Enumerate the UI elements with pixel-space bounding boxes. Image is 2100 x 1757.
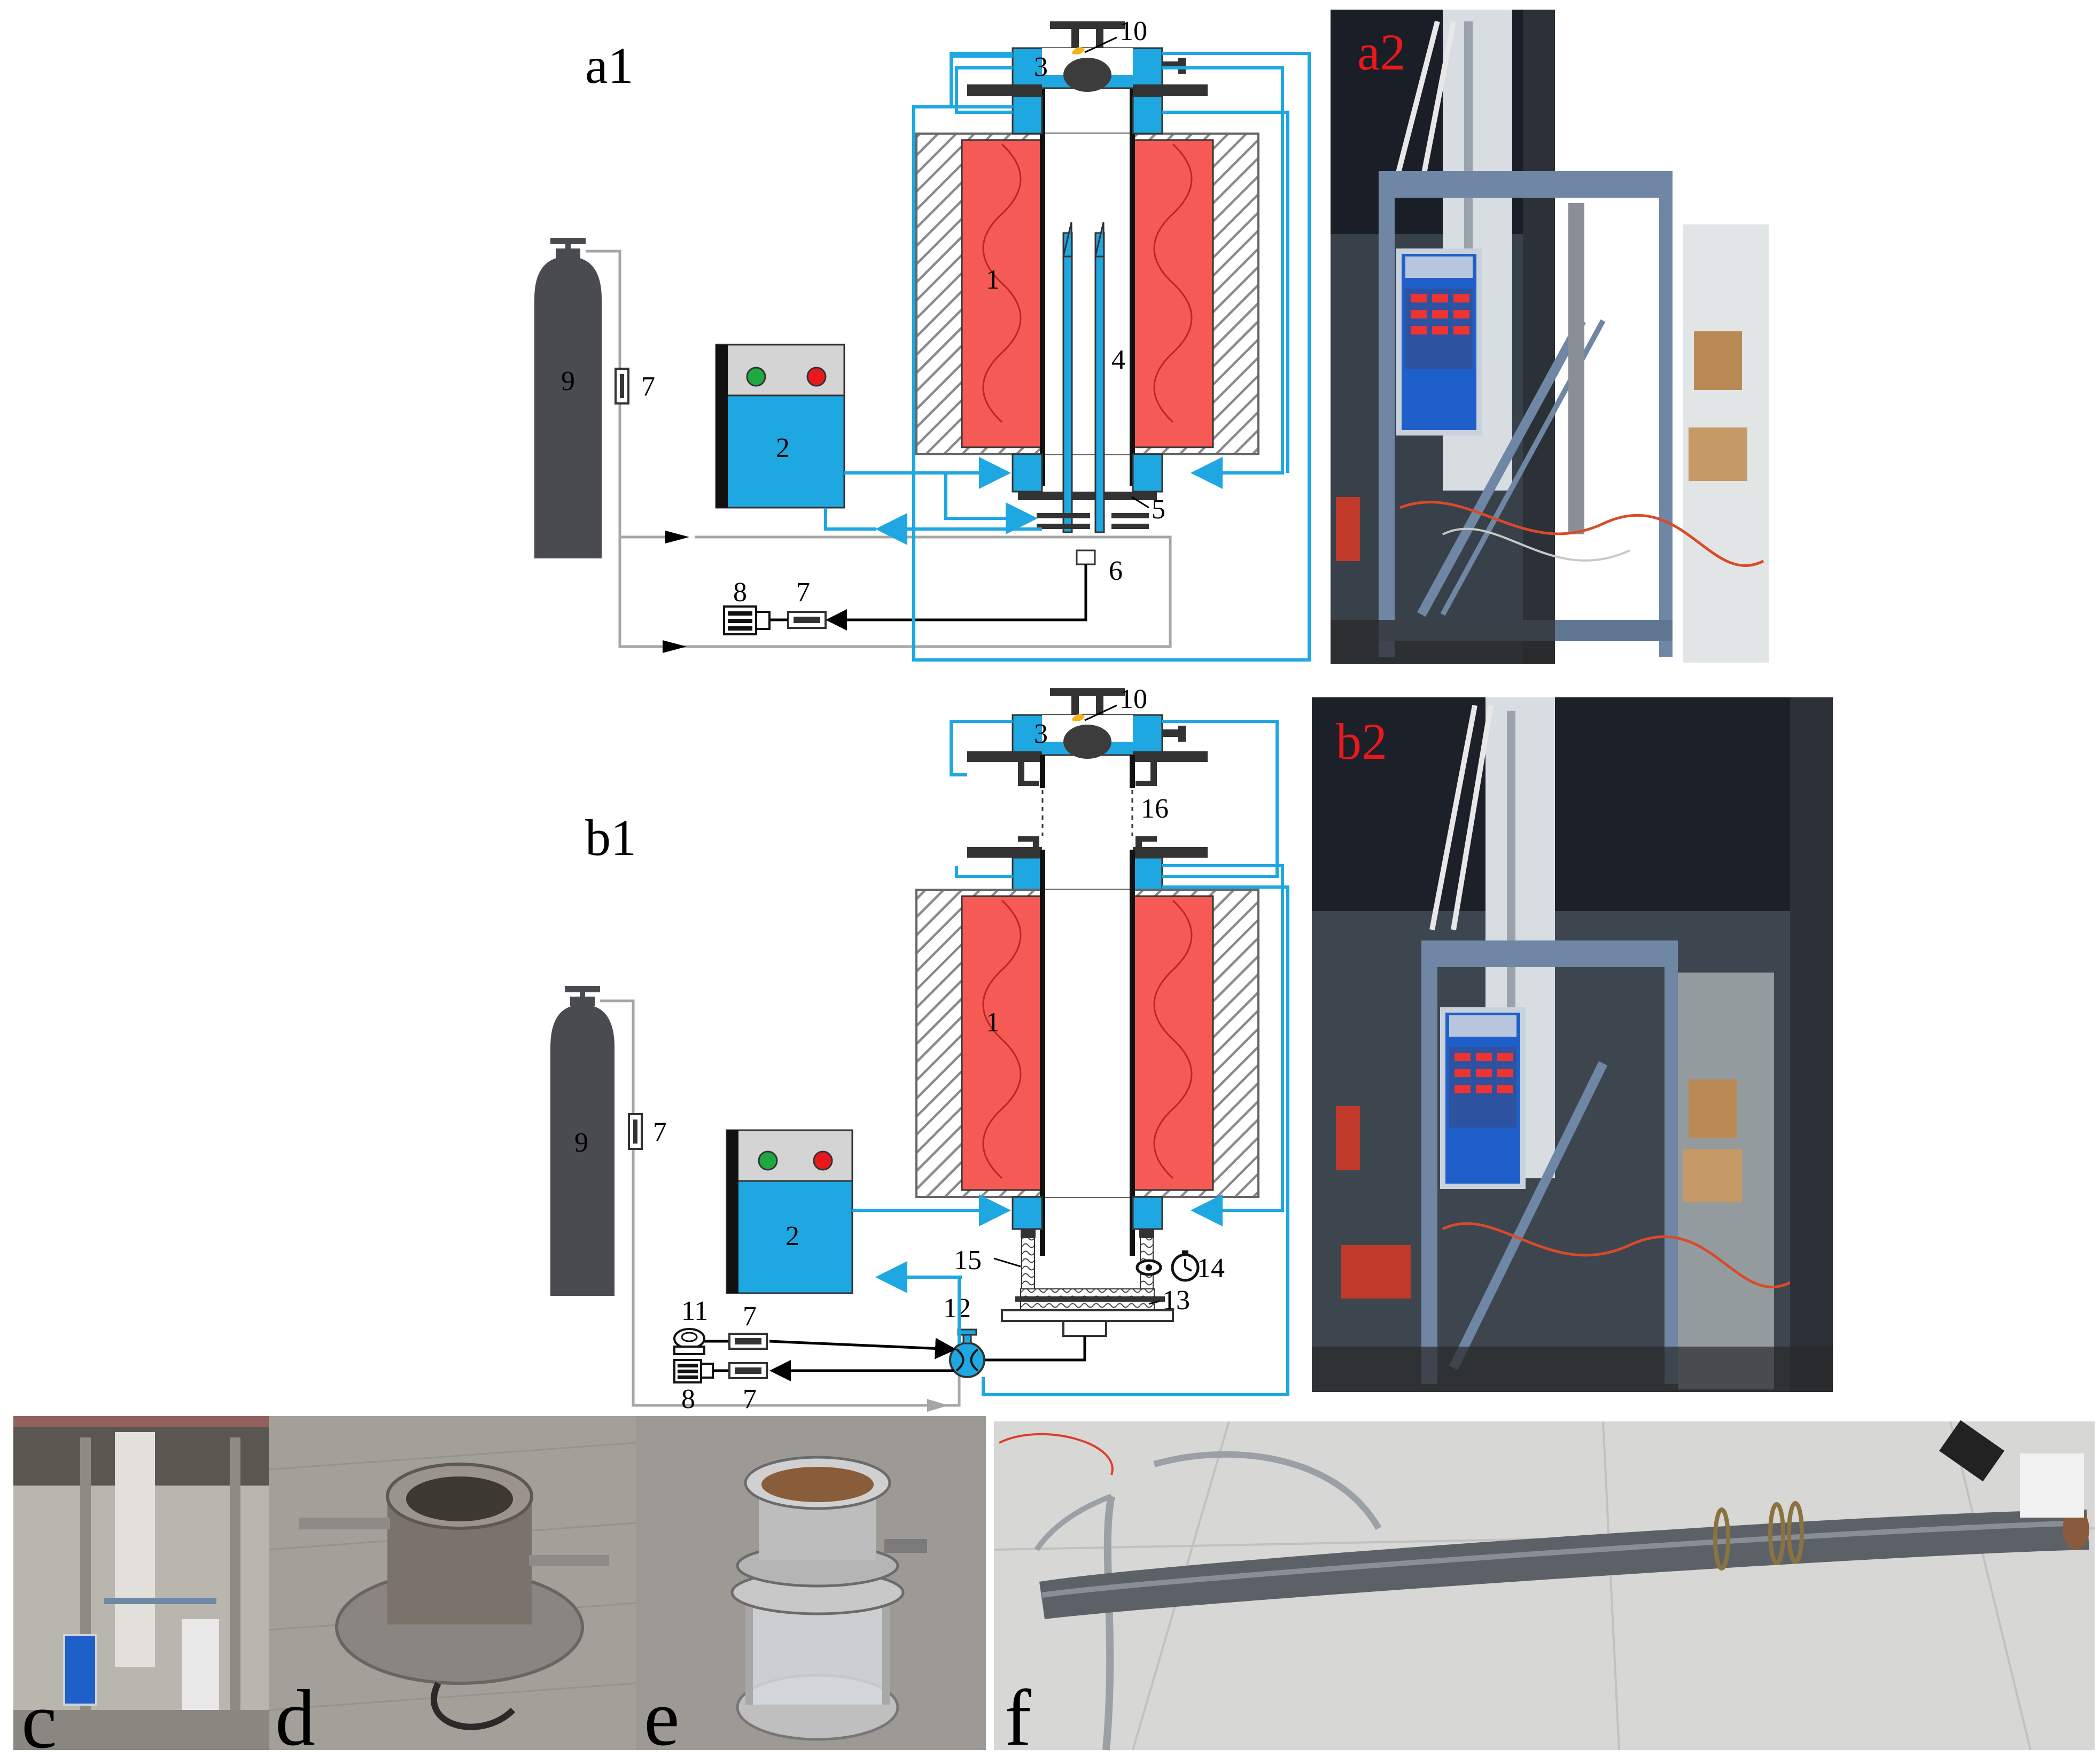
valve-b	[949, 1342, 985, 1378]
label-a-1: 1	[986, 265, 1000, 295]
probe-right-a	[1094, 232, 1105, 533]
green-lamp-a	[746, 367, 766, 387]
glass-tube-e	[745, 1598, 890, 1705]
top-cap-a	[1050, 21, 1125, 29]
panel-label-a1: a1	[585, 37, 634, 94]
label-b-3: 3	[1034, 719, 1048, 749]
furnace-a	[915, 64, 1259, 486]
photo-f: f	[993, 1420, 2095, 1757]
label-b-2: 2	[785, 1221, 799, 1251]
panel-label-b2: b2	[1336, 713, 1387, 770]
bottom-assembly-b: 15 13 14	[954, 1196, 1225, 1337]
label-b-1: 1	[986, 1007, 1000, 1038]
gas-cylinder-a: 9	[534, 238, 602, 558]
sight-glass-a	[1063, 58, 1111, 92]
label-a-4: 4	[1111, 345, 1125, 375]
label-b-11: 11	[681, 1296, 708, 1326]
bottom-assembly-a: 4 1 5 6	[986, 222, 1165, 586]
panel-label-e: e	[644, 1674, 680, 1757]
base-plate-b	[1001, 1309, 1174, 1322]
cooling-lines-b	[852, 720, 1289, 1396]
tower-c	[115, 1432, 155, 1667]
label-a-6: 6	[1109, 556, 1123, 586]
photo-e: e	[636, 1416, 986, 1757]
label-a-7-bottom: 7	[796, 577, 810, 608]
label-b-14: 14	[1197, 1253, 1225, 1284]
top-head-b: 3 10 16	[967, 684, 1208, 836]
valve-assembly-b: 12	[769, 1293, 1086, 1381]
label-b-7-upper: 7	[743, 1301, 757, 1332]
label-b-15: 15	[954, 1245, 982, 1276]
red-lamp-a	[806, 367, 827, 387]
photo-b2: b2	[1312, 697, 1833, 1392]
label-b-12: 12	[943, 1293, 971, 1324]
sample-line-a: 8 7	[723, 564, 1087, 635]
label-a-8: 8	[733, 577, 747, 608]
label-b-16: 16	[1141, 794, 1169, 824]
tube-wall-left-a	[1040, 64, 1045, 486]
heater-right-a	[1132, 139, 1214, 448]
panel-label-f: f	[1005, 1674, 1031, 1757]
flange-a	[1018, 492, 1157, 500]
label-b-10: 10	[1119, 684, 1147, 714]
reactor-tube-a2	[1568, 203, 1584, 534]
flame-a	[1071, 47, 1085, 55]
schematic-b: b1 3 10 16	[550, 684, 1289, 1414]
panel-label-c: c	[21, 1676, 57, 1757]
photo-d: d	[268, 1416, 636, 1757]
gas-cylinder-b: 9	[550, 986, 615, 1296]
gas-lines-a	[586, 250, 1172, 653]
tube-wall-right-a	[1130, 64, 1135, 486]
label-a-9: 9	[561, 366, 575, 397]
upper-flange-b	[967, 836, 1208, 891]
photo-c: c	[13, 1416, 269, 1757]
label-a-10: 10	[1119, 16, 1147, 46]
cylinder-body-b	[550, 1005, 615, 1296]
label-b-7-vertical: 7	[653, 1117, 667, 1147]
label-b-8: 8	[681, 1384, 695, 1414]
red-lamp-b	[813, 1150, 833, 1171]
panel-label-a2: a2	[1357, 24, 1406, 81]
probe-left-a	[1062, 232, 1073, 533]
gas-lines-b	[600, 999, 961, 1412]
meter-line-b: 11 7	[673, 1296, 768, 1355]
schematic-a: a1 3 10	[534, 16, 1311, 662]
cable-f	[1102, 1495, 1115, 1751]
cooling-lines-a	[824, 52, 1311, 662]
top-head-a: 3 10	[967, 16, 1208, 135]
label-b-7-lower: 7	[743, 1384, 757, 1414]
green-lamp-b	[758, 1150, 778, 1171]
heater-left-a	[961, 139, 1043, 448]
photo-a2: a2	[1331, 10, 1769, 664]
label-a-3: 3	[1034, 52, 1048, 82]
label-b-9: 9	[574, 1128, 588, 1158]
cylinder-body-a	[534, 256, 602, 558]
window-tube-left	[1021, 1237, 1035, 1297]
cabinet-c	[63, 1634, 97, 1706]
label-b-13: 13	[1162, 1285, 1190, 1316]
panel-label-d: d	[275, 1674, 315, 1757]
controller-a: 2	[715, 344, 845, 509]
tube-bore-a	[1042, 134, 1133, 454]
panel-label-b1: b1	[585, 809, 636, 866]
label-a-2: 2	[776, 433, 790, 463]
controller-panel-a	[715, 344, 845, 397]
label-a-7-vertical: 7	[641, 371, 655, 402]
outlet-valve-a	[1076, 549, 1096, 565]
heater-coil-right-a	[1153, 143, 1193, 423]
furnace-b: 1	[915, 850, 1259, 1256]
pump-line-b: 8 7	[673, 1359, 768, 1414]
controller-b: 2	[726, 1129, 853, 1294]
heater-coil-left-a	[982, 143, 1022, 423]
label-a-5: 5	[1152, 494, 1165, 525]
